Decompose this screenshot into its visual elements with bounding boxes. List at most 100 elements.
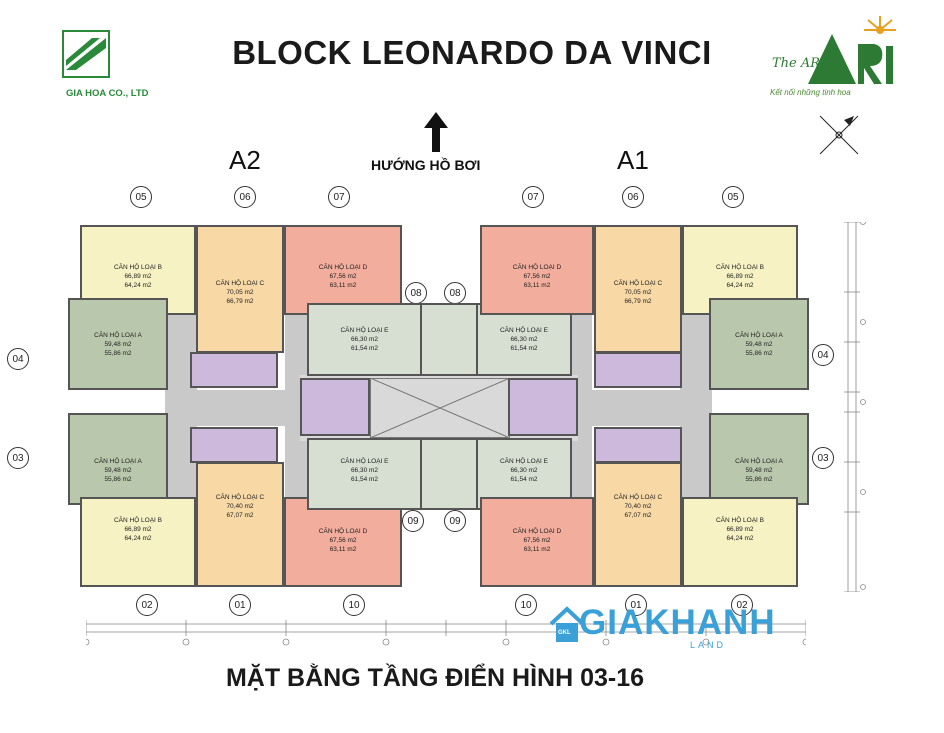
unit-type: CĂN HỘ LOẠI C — [215, 494, 265, 502]
unit-number-a1-01: 01 — [625, 594, 647, 616]
unit-type: CĂN HỘ LOẠI D — [512, 527, 562, 535]
floor-plan-caption: MẶT BẰNG TẦNG ĐIỂN HÌNH 03-16 — [225, 664, 645, 692]
gia-khanh-brand: GIAKHANH — [579, 603, 776, 642]
unit-type: CĂN HỘ LOẠI A — [735, 458, 783, 466]
unit-type: CĂN HỘ LOẠI E — [340, 326, 389, 334]
unit-area: 67,56 m2 — [523, 536, 551, 544]
gia-hoa-logo-text: GIA HOA CO., LTD — [66, 88, 149, 99]
unit-type: CĂN HỘ LOẠI B — [113, 264, 163, 272]
unit-area: 55,86 m2 — [104, 349, 132, 357]
unit-type: CĂN HỘ LOẠI D — [318, 264, 368, 272]
unit-area: 63,11 m2 — [329, 545, 357, 553]
unit-type: CĂN HỘ LOẠI E — [499, 326, 549, 334]
gia-khanh-sub: LAND — [690, 640, 727, 650]
unit-area: 63,11 m2 — [523, 545, 551, 553]
unit-area: 64,24 m2 — [124, 282, 152, 290]
unit-area: 64,24 m2 — [726, 282, 754, 290]
the-art-logo-text: The ART — [772, 56, 829, 71]
unit-area: 59,48 m2 — [745, 340, 773, 348]
elevator-core-a1-bottom — [594, 427, 682, 463]
north-arrow-icon — [814, 110, 864, 160]
block-label-a1: A1 — [617, 145, 649, 175]
unit-area: 59,48 m2 — [104, 340, 132, 348]
corridor-a1-horizontal — [578, 390, 712, 426]
unit-area: 66,89 m2 — [726, 526, 754, 534]
unit-type: CĂN HỘ LOẠI C — [613, 280, 663, 288]
unit-area: 66,30 m2 — [510, 467, 538, 474]
stair-core-a2-top — [190, 352, 278, 388]
unit-area: 61,54 m2 — [510, 476, 538, 483]
unit-number-a1-10: 10 — [515, 594, 537, 616]
gia-hoa-logo — [62, 30, 110, 78]
unit-type: CĂN HỘ LOẠI B — [715, 517, 765, 525]
gia-khanh-land-logo: GKL — [549, 606, 585, 644]
gia-khanh-badge: GKL — [558, 630, 571, 636]
unit-area: 55,86 m2 — [745, 476, 773, 484]
unit-area: 70,40 m2 — [226, 503, 254, 511]
corridor-a2-horizontal — [165, 390, 300, 426]
unit-number-a1-07: 07 — [522, 186, 544, 208]
unit-number-a1-06: 06 — [622, 186, 644, 208]
unit-area: 70,05 m2 — [624, 289, 652, 297]
center-service-top — [420, 303, 478, 376]
unit-area: 66,89 m2 — [124, 526, 152, 534]
unit-area: 64,24 m2 — [726, 535, 754, 543]
unit-number-a2-01: 01 — [229, 594, 251, 616]
unit-area: 67,56 m2 — [329, 273, 357, 281]
stair-core-center-right — [508, 378, 578, 436]
stair-core-a1-top — [594, 352, 682, 388]
unit-number-a2-07: 07 — [328, 186, 350, 208]
unit-area: 59,48 m2 — [104, 467, 132, 475]
pool-direction-label: HƯỚNG HỒ BƠI — [371, 157, 481, 173]
unit-number-a2-10: 10 — [343, 594, 365, 616]
corridor-a1-link — [570, 315, 592, 497]
unit-type: CĂN HỘ LOẠI B — [113, 517, 163, 525]
center-service-bottom — [420, 438, 478, 510]
page-title: BLOCK LEONARDO DA VINCI — [232, 34, 712, 71]
unit-area: 70,40 m2 — [624, 503, 652, 511]
unit-area: 66,89 m2 — [726, 273, 754, 281]
pool-direction-arrow-icon — [424, 112, 448, 152]
the-art-logo: The ART — [770, 12, 915, 88]
unit-number-a1-08: 08 — [444, 282, 466, 304]
unit-number-a2-02: 02 — [136, 594, 158, 616]
unit-type: CĂN HỘ LOẠI C — [613, 494, 663, 502]
unit-number-a1-09: 09 — [444, 510, 466, 532]
dimension-line-right — [838, 219, 866, 593]
unit-number-a2-09: 09 — [402, 510, 424, 532]
unit-area: 66,89 m2 — [124, 273, 152, 281]
unit-area: 66,30 m2 — [350, 467, 379, 474]
unit-type: CĂN HỘ LOẠI A — [735, 331, 783, 339]
unit-number-a2-03: 03 — [7, 447, 29, 469]
unit-number-a2-06: 06 — [234, 186, 256, 208]
unit-type: CĂN HỘ LOẠI D — [318, 527, 368, 535]
unit-area: 63,11 m2 — [523, 282, 551, 290]
block-label-a2: A2 — [229, 145, 261, 175]
unit-type: CĂN HỘ LOẠI E — [340, 458, 389, 465]
corridor-a2-link — [285, 315, 307, 497]
unit-type: CĂN HỘ LOẠI C — [215, 280, 265, 288]
unit-area: 66,30 m2 — [350, 335, 379, 343]
unit-number-a1-05: 05 — [722, 186, 744, 208]
stair-core-center-left — [300, 378, 370, 436]
unit-area: 67,07 m2 — [226, 512, 254, 520]
unit-type: CĂN HỘ LOẠI A — [94, 331, 142, 339]
unit-number-a2-04: 04 — [7, 348, 29, 370]
